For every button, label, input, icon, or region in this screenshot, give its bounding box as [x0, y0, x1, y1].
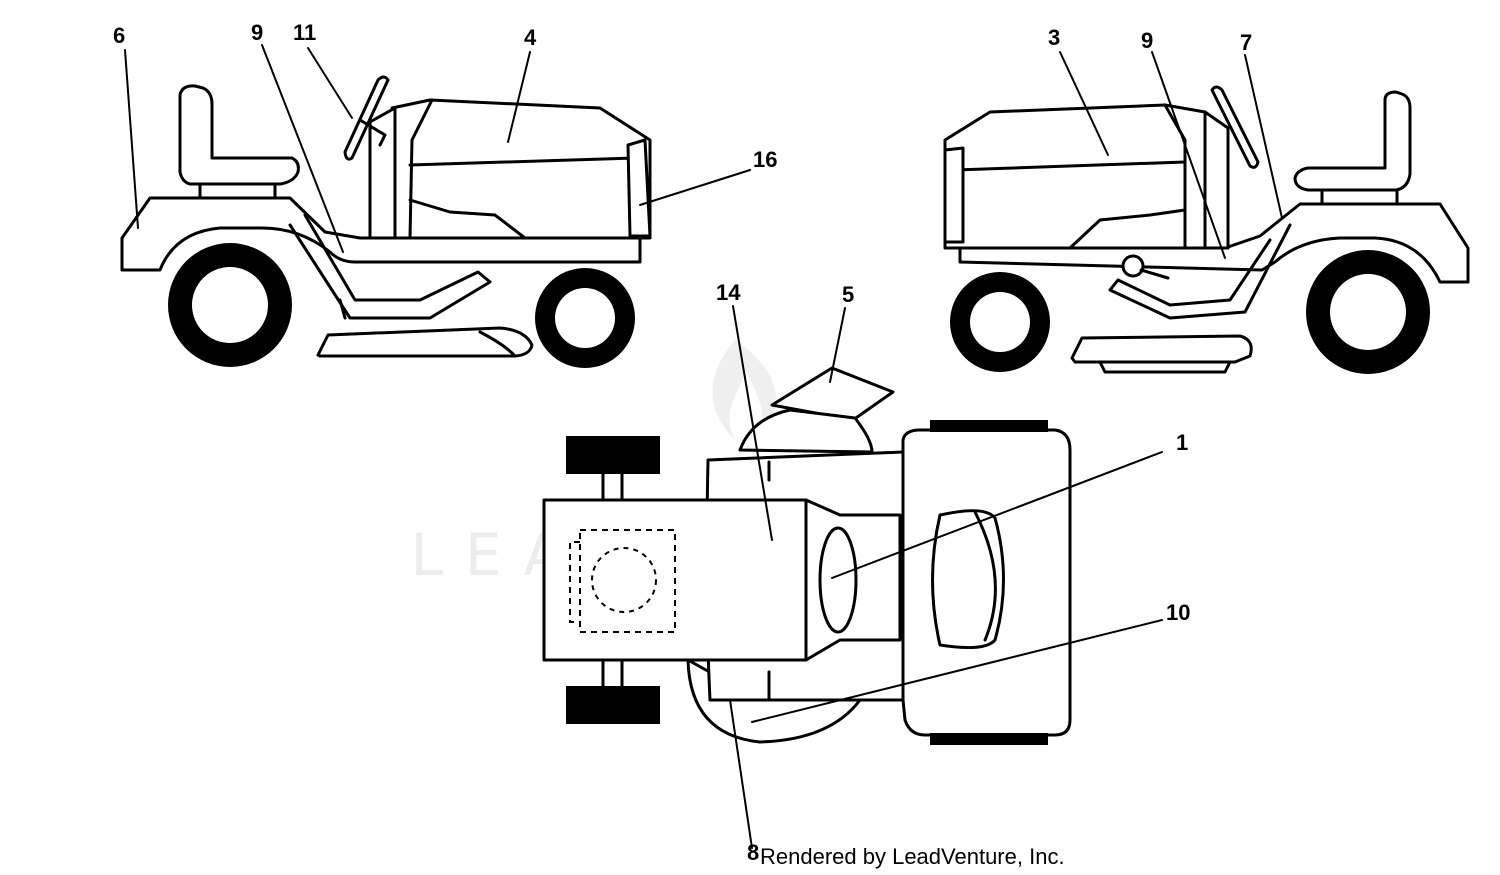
callout-9-right: 9	[1141, 28, 1153, 53]
credit-text: Rendered by LeadVenture, Inc.	[760, 844, 1065, 869]
callout-7: 7	[1240, 30, 1252, 55]
callout-8: 8	[747, 840, 759, 865]
callout-9-left: 9	[251, 20, 263, 45]
callout-14: 14	[716, 280, 741, 305]
callout-3: 3	[1048, 25, 1060, 50]
callout-11: 11	[293, 20, 316, 45]
tractor-left-side-view	[120, 75, 652, 368]
callout-6: 6	[113, 23, 125, 48]
callout-5: 5	[842, 282, 854, 307]
watermark-flame-icon	[712, 340, 777, 440]
callout-16: 16	[753, 147, 777, 172]
callout-10: 10	[1166, 600, 1190, 625]
callout-4: 4	[524, 25, 537, 50]
tractor-right-side-view	[943, 85, 1470, 374]
tractor-top-view	[542, 366, 1072, 745]
callout-1: 1	[1176, 430, 1188, 455]
leader-lines	[124, 44, 1283, 849]
callouts: 6 9 11 4 16 3 9 7 14 5 1 10 8	[113, 20, 1252, 865]
